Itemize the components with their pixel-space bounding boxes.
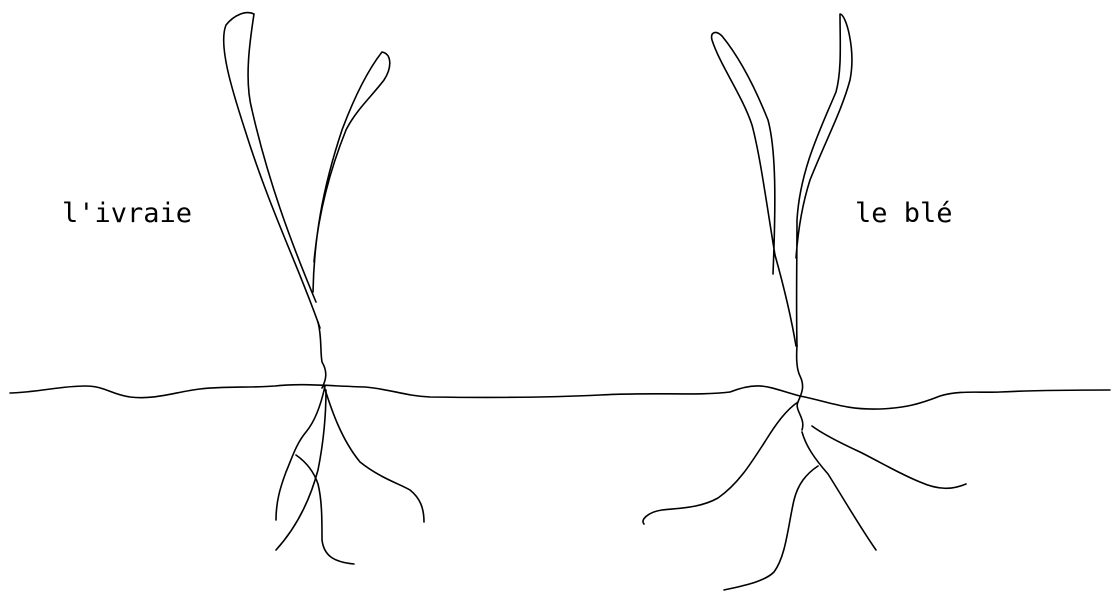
ivraie-root-right xyxy=(324,386,424,522)
label-ble: le blé xyxy=(855,200,953,227)
ivraie-root-cross-b xyxy=(276,390,326,550)
ble-leaf-left xyxy=(712,33,796,346)
ivraie-root-cross-a xyxy=(296,455,354,564)
ble-root-lower xyxy=(724,466,818,590)
ivraie-plant xyxy=(224,13,424,564)
ble-root-left xyxy=(643,402,798,524)
ble-root-center xyxy=(802,432,876,550)
ground-line xyxy=(10,385,1110,409)
ble-stem xyxy=(797,346,803,430)
ivraie-leaf-tall xyxy=(224,13,320,328)
ble-plant xyxy=(643,14,966,590)
ble-root-right xyxy=(812,426,966,488)
label-ivraie: l'ivraie xyxy=(62,200,192,227)
ivraie-root-left xyxy=(276,386,325,520)
ble-leaf-right xyxy=(796,14,852,346)
ivraie-leaf-side xyxy=(313,52,390,292)
ivraie-stem xyxy=(318,322,326,388)
